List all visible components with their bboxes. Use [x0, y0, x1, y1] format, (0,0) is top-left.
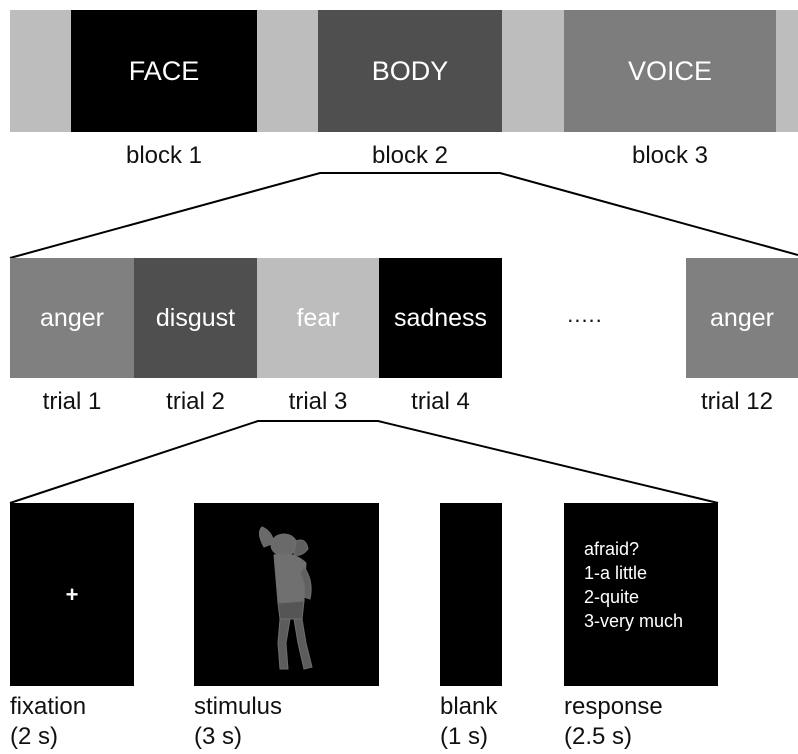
blank-caption: blank (1 s) — [440, 692, 497, 752]
fixation-name: fixation — [10, 693, 87, 720]
block-1-caption: block 1 — [125, 142, 203, 169]
trial-2-label: disgust — [155, 303, 236, 332]
block-1-box: FACE — [71, 10, 257, 132]
response-question: afraid? — [584, 539, 640, 559]
response-name: response — [564, 693, 663, 720]
fixation-duration: (2 s) — [10, 723, 58, 750]
block-3-label: VOICE — [627, 55, 713, 86]
block-1-label: FACE — [128, 55, 200, 86]
blank-duration: (1 s) — [440, 723, 488, 750]
blank-screen — [440, 503, 502, 686]
trial-2-caption: trial 2 — [166, 388, 225, 415]
block2-zoom-lines — [9, 172, 798, 259]
stimulus-duration: (3 s) — [194, 723, 242, 750]
trial-1-box: anger — [10, 258, 134, 378]
response-option-3: 3-very much — [584, 611, 684, 631]
trial-4-label: sadness — [393, 303, 488, 332]
trial-4-caption: trial 4 — [411, 388, 470, 415]
block-2-box: BODY — [318, 10, 502, 132]
trial-4-box: sadness — [379, 258, 502, 378]
stimulus-name: stimulus — [194, 693, 283, 720]
fixation-screen: + — [10, 503, 134, 686]
trial3-zoom-lines — [9, 420, 719, 504]
ellipsis-text: ..... — [567, 302, 603, 327]
response-caption: response (2.5 s) — [564, 692, 663, 752]
response-screen: afraid? 1-a little 2-quite 3-very much — [564, 503, 718, 686]
fixation-caption: fixation (2 s) — [10, 692, 86, 752]
block-3-caption: block 3 — [631, 142, 709, 169]
block-2-caption: block 2 — [371, 142, 449, 169]
trial-1-caption: trial 1 — [42, 388, 102, 415]
body-figure-image — [258, 526, 313, 670]
trial-12-caption: trial 12 — [700, 388, 774, 415]
blank-name: blank — [440, 693, 498, 720]
trial-3-caption: trial 3 — [288, 388, 348, 415]
response-option-1: 1-a little — [584, 563, 648, 583]
trial-12-label: anger — [710, 303, 774, 332]
stimulus-screen — [194, 503, 379, 686]
trial-1-label: anger — [40, 303, 104, 332]
fixation-cross: + — [65, 581, 79, 607]
block-2-label: BODY — [371, 55, 449, 86]
trial-12-box: anger — [686, 258, 798, 378]
response-duration: (2.5 s) — [564, 723, 633, 750]
trial-3-label: fear — [296, 303, 340, 332]
trial-3-box: fear — [257, 258, 379, 378]
stimulus-caption: stimulus (3 s) — [194, 692, 282, 752]
ellipsis: ..... — [540, 300, 630, 330]
block-3-box: VOICE — [564, 10, 776, 132]
response-option-2: 2-quite — [584, 587, 640, 607]
trial-2-box: disgust — [134, 258, 257, 378]
